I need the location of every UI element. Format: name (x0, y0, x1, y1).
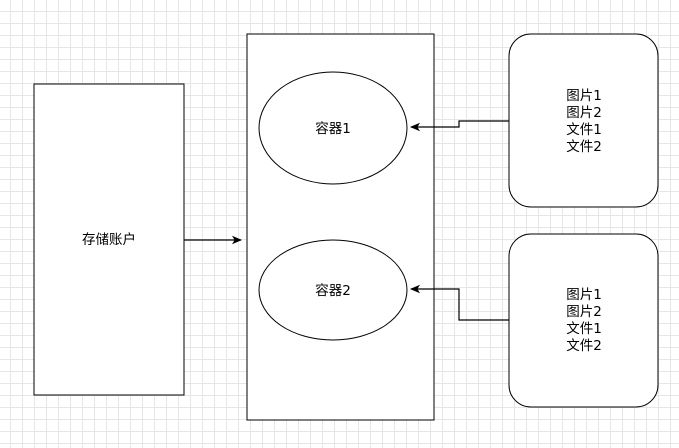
content-box-1-node: 图片1 图片2 文件1 文件2 (508, 33, 659, 208)
content-box-2-line-4: 文件2 (566, 338, 602, 354)
container-2-node: 容器2 (258, 239, 408, 341)
container-2-label: 容器2 (315, 282, 351, 299)
storage-account-label: 存储账户 (82, 231, 136, 248)
container-1-label: 容器1 (315, 120, 351, 137)
content-1-to-container-1-connector (410, 120, 509, 132)
content-box-2-node: 图片1 图片2 文件1 文件2 (508, 233, 659, 408)
content-box-2-line-1: 图片1 (566, 287, 602, 303)
content-box-1-line-1: 图片1 (566, 88, 602, 104)
content-box-1-line-3: 文件1 (566, 122, 602, 138)
storage-account-node: 存储账户 (33, 83, 185, 396)
content-box-1-line-2: 图片2 (566, 105, 602, 121)
content-box-2-line-2: 图片2 (566, 304, 602, 320)
content-box-1-line-4: 文件2 (566, 139, 602, 155)
content-box-2-line-3: 文件1 (566, 321, 602, 337)
container-1-node: 容器1 (258, 71, 408, 185)
content-2-to-container-2-connector (410, 284, 509, 321)
